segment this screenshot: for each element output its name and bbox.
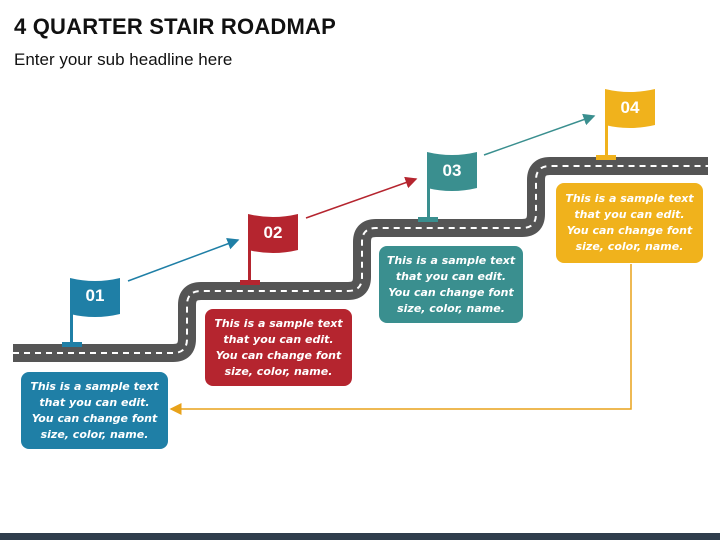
text-box-03: This is a sample text that you can edit.… — [379, 246, 523, 323]
flag-label-04: 04 — [620, 98, 640, 117]
flag-label-01: 01 — [85, 286, 105, 305]
bottom-bar — [0, 533, 720, 540]
page-title: 4 QUARTER STAIR ROADMAP — [14, 14, 336, 39]
flag-02 — [240, 214, 298, 285]
page-subtitle: Enter your sub headline here — [14, 50, 233, 69]
flag-label-03: 03 — [442, 161, 462, 180]
text-box-02: This is a sample text that you can edit.… — [205, 309, 352, 386]
text-box-04: This is a sample text that you can edit.… — [556, 183, 703, 263]
arrow-03-04 — [483, 113, 596, 156]
text-box-02-text: This is a sample text that you can edit.… — [214, 316, 343, 378]
connector-04-01 — [169, 264, 632, 415]
text-box-03-text: This is a sample text that you can edit.… — [386, 253, 516, 315]
text-box-04-text: This is a sample text that you can edit.… — [565, 192, 694, 253]
flag-03 — [418, 152, 477, 222]
flag-label-02: 02 — [263, 223, 283, 242]
arrow-01-02 — [127, 238, 240, 282]
flag-04 — [596, 89, 655, 160]
arrow-02-03 — [305, 176, 418, 219]
road-dash-line — [13, 165, 708, 354]
text-box-01: This is a sample text that you can edit.… — [21, 372, 168, 449]
text-box-01-text: This is a sample text that you can edit.… — [30, 379, 159, 441]
flag-01 — [62, 278, 120, 347]
